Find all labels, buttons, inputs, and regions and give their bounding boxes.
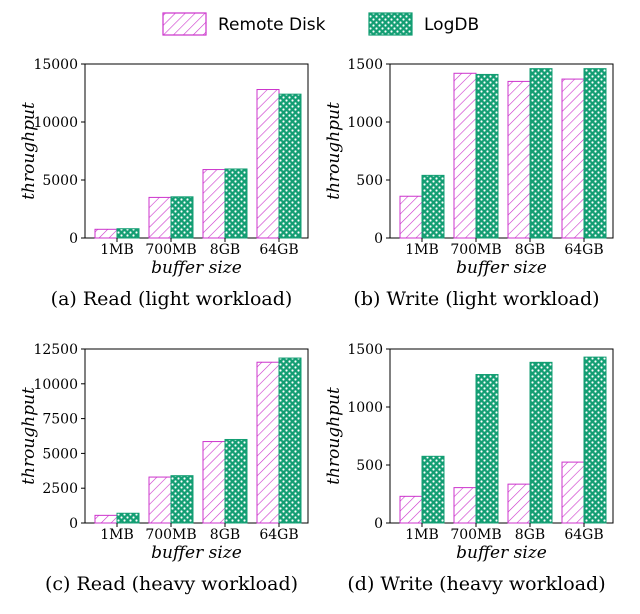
bar-remote-disk <box>453 487 477 524</box>
x-tick-label: 64GB <box>259 527 298 543</box>
plot-frame <box>389 348 614 524</box>
y-tick-label: 5000 <box>42 173 78 189</box>
chart-panel-read-light: 0 5000 10000 15000 1MB 700MB 8GB 64GB buffer siz… <box>19 57 309 310</box>
y-axis-title: throughput <box>19 387 39 485</box>
y-tick-label: 0 <box>69 516 78 532</box>
subfigure-caption: (b) Write (light workload) <box>353 288 599 310</box>
bar-logdb <box>224 168 248 239</box>
x-tick-label: 8GB <box>210 527 240 543</box>
bar-remote-disk <box>148 196 172 239</box>
legend: Remote Disk LogDB <box>162 12 479 36</box>
x-tick-label: 700MB <box>450 242 501 258</box>
bar-logdb <box>421 174 445 239</box>
bar-remote-disk <box>256 361 280 524</box>
legend-label-remote-disk: Remote Disk <box>218 15 326 35</box>
bar-logdb <box>529 68 553 239</box>
bar-remote-disk <box>94 228 118 239</box>
y-tick-label: 1500 <box>347 342 383 358</box>
bar-logdb <box>583 68 607 239</box>
plot-frame <box>84 348 309 524</box>
y-tick-label: 10000 <box>33 115 78 131</box>
subfigure-caption: (d) Write (heavy workload) <box>347 573 605 595</box>
y-tick-label: 1000 <box>347 400 383 416</box>
bar-logdb <box>529 361 553 524</box>
x-tick-label: 8GB <box>515 242 545 258</box>
bar-remote-disk <box>561 461 585 524</box>
x-tick-label: 1MB <box>405 527 439 543</box>
subfigure-caption: (c) Read (heavy workload) <box>45 573 298 595</box>
x-axis-title: buffer size <box>151 543 242 563</box>
x-tick-label: 1MB <box>405 242 439 258</box>
bar-logdb <box>278 357 302 524</box>
plot-frame <box>84 63 309 239</box>
y-tick-label: 1000 <box>347 115 383 131</box>
bar-remote-disk <box>399 495 423 524</box>
plot-frame <box>389 63 614 239</box>
x-axis-title: buffer size <box>456 258 547 278</box>
bar-remote-disk <box>399 195 423 239</box>
x-tick-label: 8GB <box>210 242 240 258</box>
subfigure-caption: (a) Read (light workload) <box>51 288 293 310</box>
y-tick-label: 7500 <box>42 412 78 428</box>
y-tick-label: 2500 <box>42 481 78 497</box>
x-tick-label: 64GB <box>259 242 298 258</box>
x-tick-label: 1MB <box>100 527 134 543</box>
y-axis-title: throughput <box>324 102 344 200</box>
legend-swatch-remote-disk <box>162 12 207 36</box>
bar-logdb <box>278 93 302 239</box>
y-tick-label: 0 <box>374 516 383 532</box>
x-tick-label: 64GB <box>564 527 603 543</box>
x-tick-label: 700MB <box>450 527 501 543</box>
y-tick-label: 1500 <box>347 57 383 73</box>
y-axis-title: throughput <box>324 387 344 485</box>
bar-logdb <box>170 475 194 524</box>
bar-remote-disk <box>507 483 531 524</box>
bar-remote-disk <box>148 476 172 524</box>
bar-logdb <box>116 512 140 524</box>
bar-remote-disk <box>507 80 531 239</box>
bar-logdb <box>170 196 194 239</box>
y-tick-label: 5000 <box>42 446 78 462</box>
bar-logdb <box>224 438 248 524</box>
bar-logdb <box>583 356 607 524</box>
y-tick-label: 15000 <box>33 57 78 73</box>
chart-panel-write-light: 0 500 1000 1500 1MB 700MB 8GB 64GB buffer size th… <box>324 57 614 310</box>
x-tick-label: 1MB <box>100 242 134 258</box>
bar-remote-disk <box>561 78 585 239</box>
bar-remote-disk <box>202 169 226 239</box>
bar-remote-disk <box>453 72 477 239</box>
y-tick-label: 12500 <box>33 342 78 358</box>
bar-logdb <box>475 374 499 524</box>
bar-logdb <box>475 73 499 239</box>
chart-panel-read-heavy: 0 2500 5000 7500 10000 12500 1MB 700MB 8GB 64GB bu… <box>19 342 309 595</box>
y-axis-title: throughput <box>19 102 39 200</box>
y-tick-label: 500 <box>356 458 383 474</box>
y-tick-label: 500 <box>356 173 383 189</box>
x-tick-label: 700MB <box>145 527 196 543</box>
chart-panel-write-heavy: 0 500 1000 1500 1MB 700MB 8GB 64GB buffer size th… <box>324 342 614 595</box>
bar-remote-disk <box>94 514 118 524</box>
bar-logdb <box>116 228 140 239</box>
bar-remote-disk <box>256 89 280 239</box>
legend-label-logdb: LogDB <box>424 15 479 35</box>
x-tick-label: 700MB <box>145 242 196 258</box>
legend-swatch-logdb <box>368 12 413 36</box>
x-axis-title: buffer size <box>151 258 242 278</box>
y-tick-label: 0 <box>69 231 78 247</box>
x-tick-label: 8GB <box>515 527 545 543</box>
bar-remote-disk <box>202 441 226 524</box>
bar-logdb <box>421 455 445 524</box>
x-tick-label: 64GB <box>564 242 603 258</box>
x-axis-title: buffer size <box>456 543 547 563</box>
y-tick-label: 0 <box>374 231 383 247</box>
y-tick-label: 10000 <box>33 377 78 393</box>
